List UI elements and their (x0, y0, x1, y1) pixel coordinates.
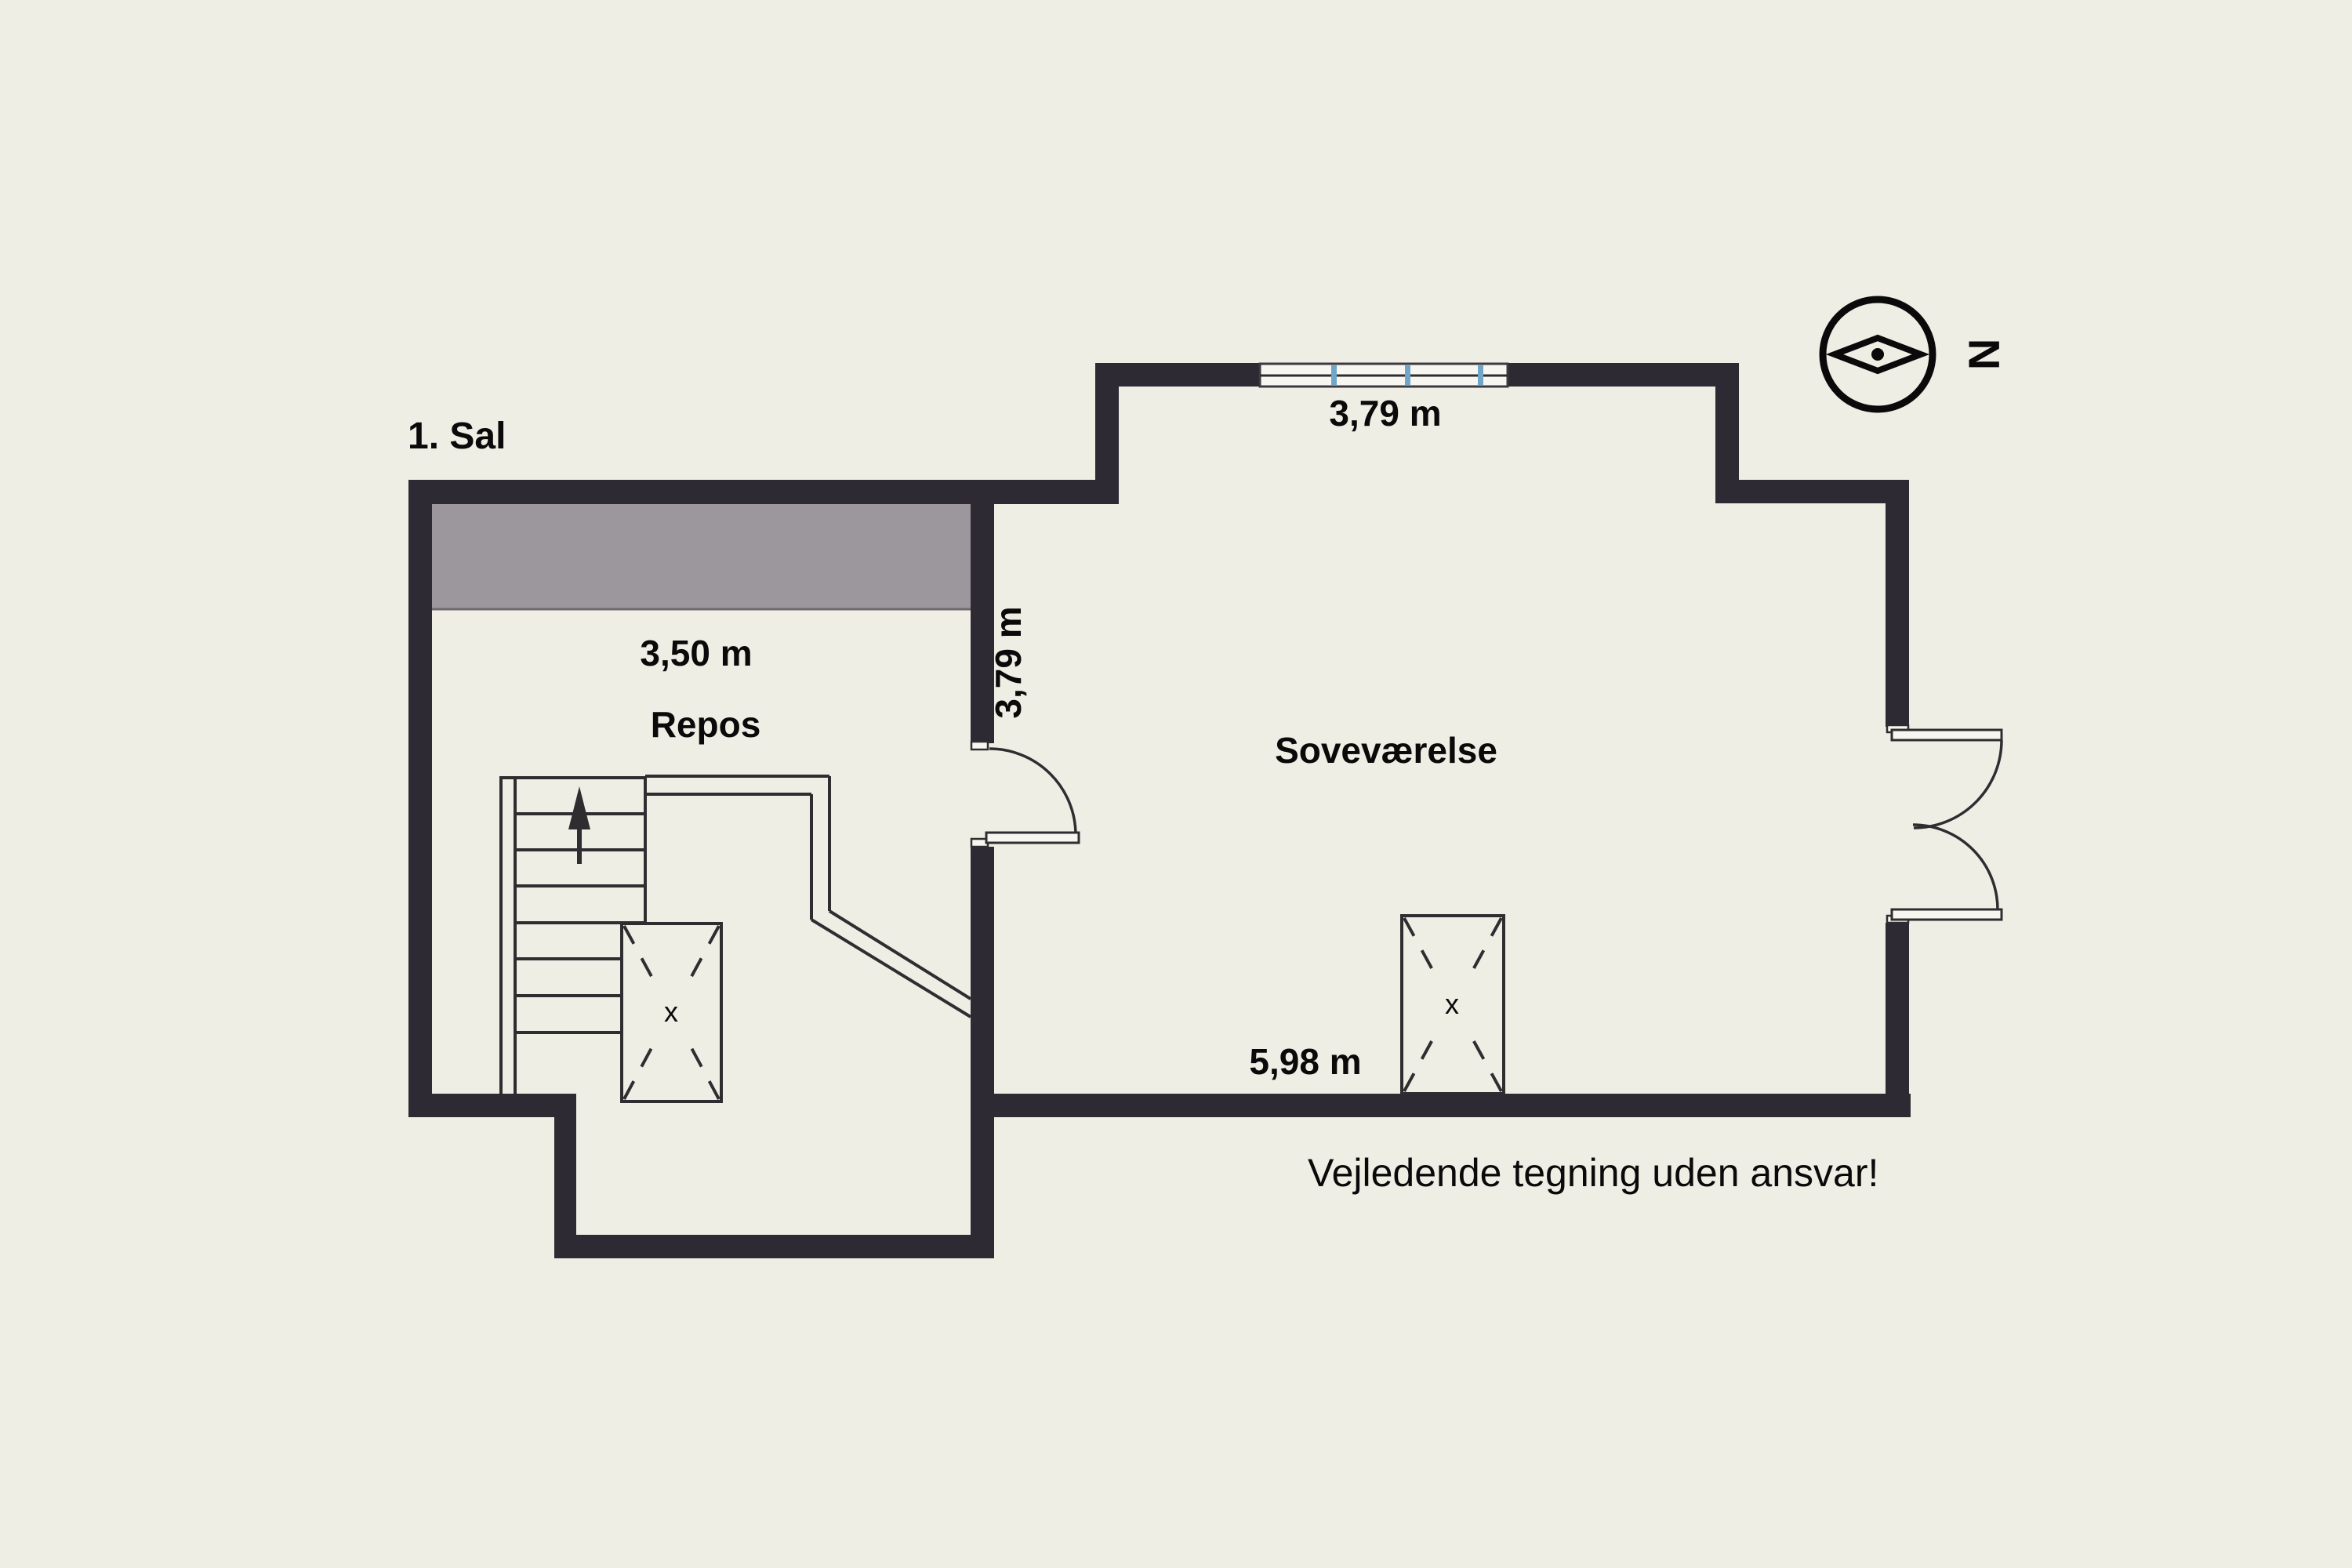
compass-icon: N (1819, 296, 2009, 413)
stair-railing (645, 775, 972, 1018)
gray-loft-area (432, 504, 971, 611)
gray-loft-rect (432, 504, 971, 609)
duct-box-outline (620, 922, 723, 1103)
door-jamb (970, 740, 989, 751)
arrow-head (568, 786, 590, 829)
door-leaf (1890, 728, 2003, 742)
walls (408, 363, 1911, 1258)
duct-x-marker: x (1445, 988, 1459, 1020)
landing-door (970, 740, 1080, 848)
duct-box-diagonals (1403, 917, 1503, 1092)
compass-diamond (1825, 334, 1930, 375)
door-leaf (1890, 908, 2003, 921)
disclaimer-text: Vejledende tegning uden ansvar! (1308, 1151, 1878, 1195)
room-label-bedroom: Soveværelse (1275, 730, 1497, 771)
labels: 1. Sal 3,50 m Repos 3,79 m 3,79 m Sovevæ… (408, 393, 1878, 1195)
wall-segment (971, 1094, 1911, 1117)
duct-diagonal (622, 925, 660, 990)
window-pane-divider (1331, 365, 1337, 385)
compass-center-dot (1871, 348, 1884, 361)
wall-segment (971, 480, 994, 743)
railing-line (810, 918, 972, 1018)
duct-diagonal (622, 1034, 660, 1100)
door-leaf (985, 831, 1080, 844)
bedroom-french-door (1886, 724, 2003, 924)
stairs-up-arrow-icon (568, 786, 590, 864)
door-swing-arc (989, 747, 1077, 836)
room-label-landing: Repos (651, 704, 761, 745)
bedroom-window (1258, 362, 1509, 388)
duct-diagonal (683, 1034, 720, 1100)
wall-segment (554, 1094, 576, 1258)
railing-line (828, 909, 972, 1000)
door-swing-arc (1912, 823, 1999, 910)
dim-bedroom-width: 5,98 m (1249, 1041, 1361, 1082)
dim-bedroom-window-width: 3,79 m (1329, 393, 1441, 434)
compass-north-label: N (1960, 339, 2009, 370)
duct-box-bedroom: x (1400, 914, 1505, 1095)
window-pane-divider (1478, 365, 1483, 385)
duct-box-outline (1400, 914, 1505, 1095)
duct-diagonal (1465, 917, 1503, 983)
wall-segment (408, 480, 432, 1117)
duct-box-diagonals (622, 925, 720, 1100)
duct-diagonal (1403, 917, 1441, 983)
duct-x-marker: x (664, 996, 678, 1028)
dim-landing-width: 3,50 m (640, 633, 752, 673)
wall-segment (554, 1235, 994, 1258)
duct-diagonal (1403, 1026, 1441, 1092)
wall-segment (1095, 363, 1260, 387)
compass-circle (1819, 296, 1936, 413)
duct-box-landing: x (620, 922, 723, 1103)
wall-segment (1886, 923, 1909, 1117)
wall-segment (1508, 363, 1739, 387)
wall-segment (971, 847, 994, 1257)
wall-segment (408, 480, 1119, 504)
floor-label: 1. Sal (408, 416, 506, 457)
duct-diagonal (1465, 1026, 1503, 1092)
wall-segment (1886, 480, 1909, 727)
window-pane-divider (1405, 365, 1410, 385)
duct-diagonal (683, 925, 720, 990)
wall-segment (408, 1094, 576, 1117)
dim-bedroom-depth: 3,79 m (988, 606, 1029, 718)
wall-segment (1715, 480, 1909, 503)
